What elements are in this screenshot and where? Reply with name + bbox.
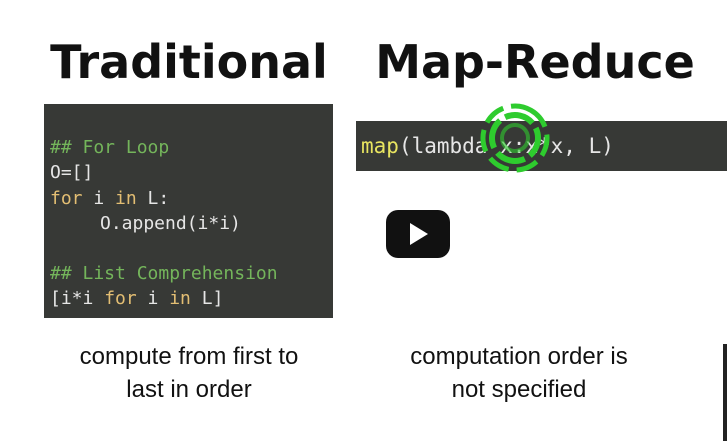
caption-map-reduce-line1: computation order is — [410, 343, 628, 370]
play-icon — [410, 223, 428, 245]
code-blank-line — [50, 236, 333, 261]
code-lc-open: [i*i — [50, 288, 105, 310]
code-line-list-comprehension: [i*i for i in L] — [50, 286, 333, 311]
play-button[interactable] — [386, 210, 450, 258]
code-comment-for-loop: ## For Loop — [50, 137, 170, 159]
code-lc-keyword-in: in — [169, 288, 191, 310]
heading-traditional: Traditional — [50, 35, 328, 89]
heading-map-reduce: Map-Reduce — [375, 35, 695, 89]
code-loop-var: i — [82, 187, 116, 209]
edge-divider — [723, 344, 727, 441]
caption-traditional: compute from first to last in order — [44, 340, 334, 406]
code-function-map: map — [361, 134, 399, 158]
code-lc-var: i — [136, 288, 170, 310]
code-line-append: O.append(i*i) — [100, 212, 241, 234]
caption-map-reduce: computation order is not specified — [356, 340, 682, 406]
caption-traditional-line1: compute from first to — [79, 343, 299, 370]
crosshair-target-icon — [480, 103, 550, 173]
code-keyword-for: for — [50, 187, 83, 209]
code-comment-list-comprehension: ## List Comprehension — [50, 263, 278, 285]
code-keyword-in: in — [115, 187, 137, 209]
code-lc-keyword-for: for — [104, 288, 137, 310]
code-loop-iter: L: — [136, 187, 170, 209]
code-line-init: O=[] — [50, 162, 94, 184]
caption-map-reduce-line2: not specified — [451, 376, 587, 403]
code-line-for: for i in L: — [50, 186, 333, 211]
code-lc-close: L] — [190, 288, 224, 310]
caption-traditional-line2: last in order — [126, 376, 252, 403]
